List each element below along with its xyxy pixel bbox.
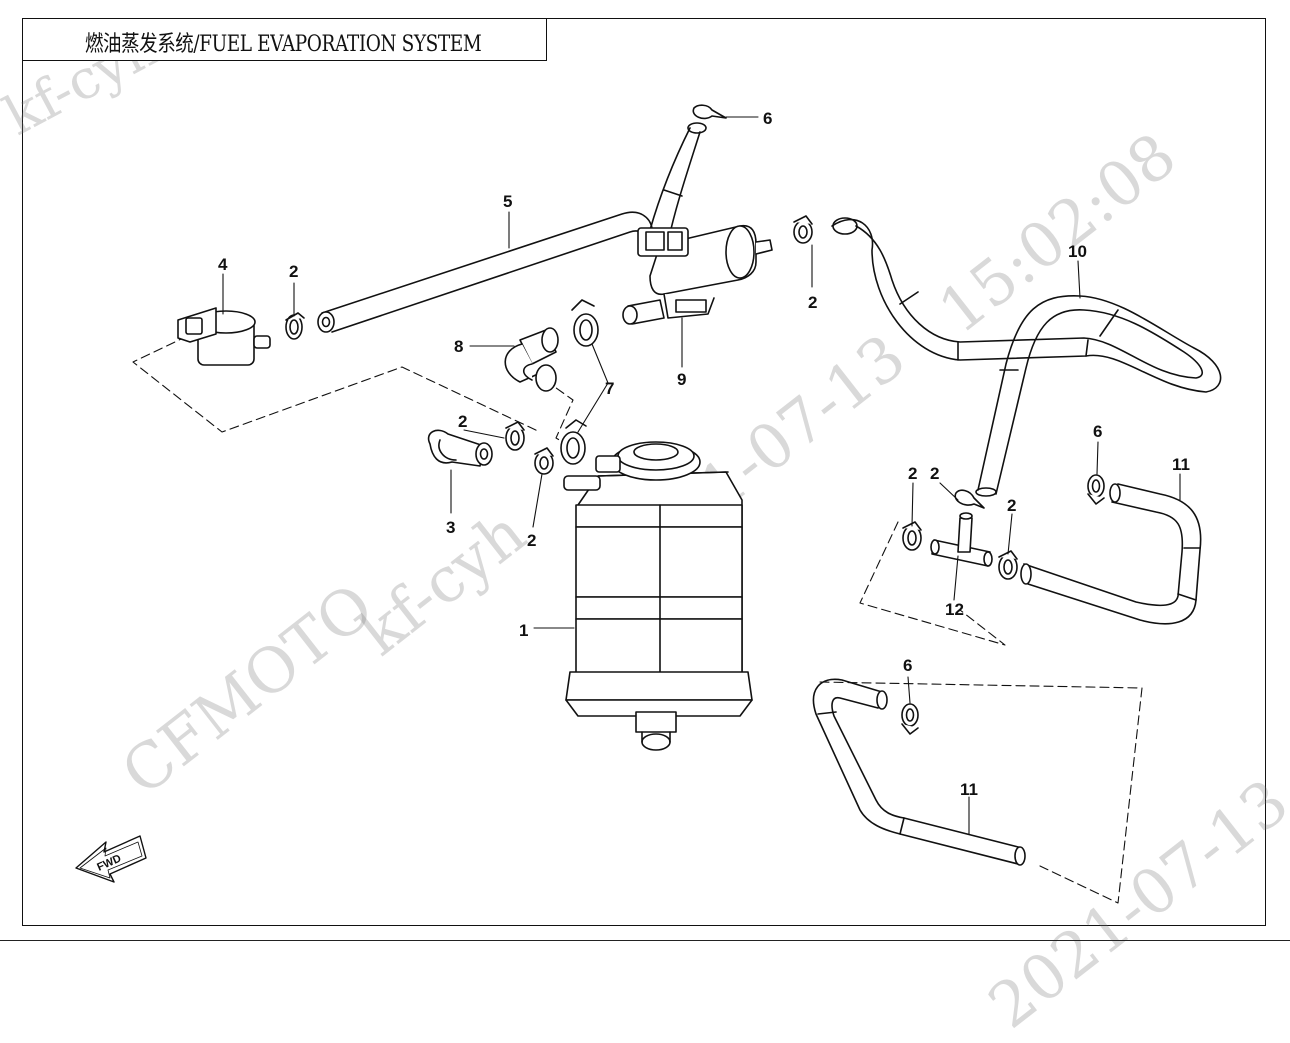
callout-12: 12 (945, 600, 964, 619)
callout-1: 1 (519, 621, 528, 640)
page-title: 燃油蒸发系统/FUEL EVAPORATION SYSTEM (85, 32, 482, 57)
dash-line-12-to-11 (819, 521, 1143, 904)
callout-6: 6 (903, 656, 912, 675)
callout-4: 4 (218, 255, 228, 274)
part-7-clip-upper (571, 299, 599, 347)
part-2-clip-d (534, 447, 554, 475)
diagram-sheet: kf-cyh CFMOTO kf-cyh 2021-07-13 15:02:08… (0, 15, 1290, 1043)
part-3-elbow (427, 429, 493, 467)
part-6-clip-top (692, 104, 727, 120)
part-1-canister (563, 441, 753, 751)
part-9-solenoid (622, 224, 773, 325)
part-2-clip-b (793, 215, 813, 244)
callout-2: 2 (808, 293, 817, 312)
part-8-elbow (504, 327, 559, 392)
drawing-frame (22, 18, 1266, 926)
callout-8: 8 (454, 337, 463, 356)
callout-11: 11 (960, 780, 978, 799)
title-box: 燃油蒸发系统/FUEL EVAPORATION SYSTEM (22, 18, 547, 61)
callout-2: 2 (930, 464, 939, 483)
callout-2: 2 (527, 531, 536, 550)
callout-2: 2 (458, 412, 467, 431)
callout-6: 6 (1093, 422, 1102, 441)
callout-11: 11 (1172, 455, 1190, 474)
callout-6: 6 (763, 109, 772, 128)
part-12-tee (930, 512, 993, 567)
parts-drawing: FWD 1 2 2 2 2 2 2 2 3 4 5 6 6 6 7 8 9 10… (75, 104, 1222, 904)
part-6-clip-right (1087, 474, 1105, 505)
callouts: 1 2 2 2 2 2 2 2 3 4 5 6 6 6 7 8 9 10 11 … (218, 109, 1190, 799)
fwd-arrow (75, 835, 147, 883)
bottom-rule (0, 940, 1290, 941)
leader-lines (222, 116, 1181, 835)
part-2-clip-c (505, 421, 525, 451)
part-2-clip-g (998, 550, 1018, 580)
callout-2: 2 (289, 262, 298, 281)
part-2-clip-f (954, 489, 985, 509)
callout-2: 2 (1007, 496, 1016, 515)
part-2-clip-a (285, 312, 305, 340)
part-10-hose (831, 217, 1222, 497)
callout-2: 2 (908, 464, 917, 483)
part-4-valve (177, 307, 271, 366)
part-6-clip-bottom (901, 703, 919, 735)
callout-10: 10 (1068, 242, 1087, 261)
callout-3: 3 (446, 518, 455, 537)
part-11-hose-upper (1020, 483, 1202, 625)
part-7-clip-lower (560, 419, 587, 465)
callout-5: 5 (503, 192, 512, 211)
dash-line-4-to-3 (132, 329, 574, 446)
callout-7: 7 (605, 379, 614, 398)
callout-9: 9 (677, 370, 686, 389)
part-11-hose-lower (812, 678, 1026, 866)
